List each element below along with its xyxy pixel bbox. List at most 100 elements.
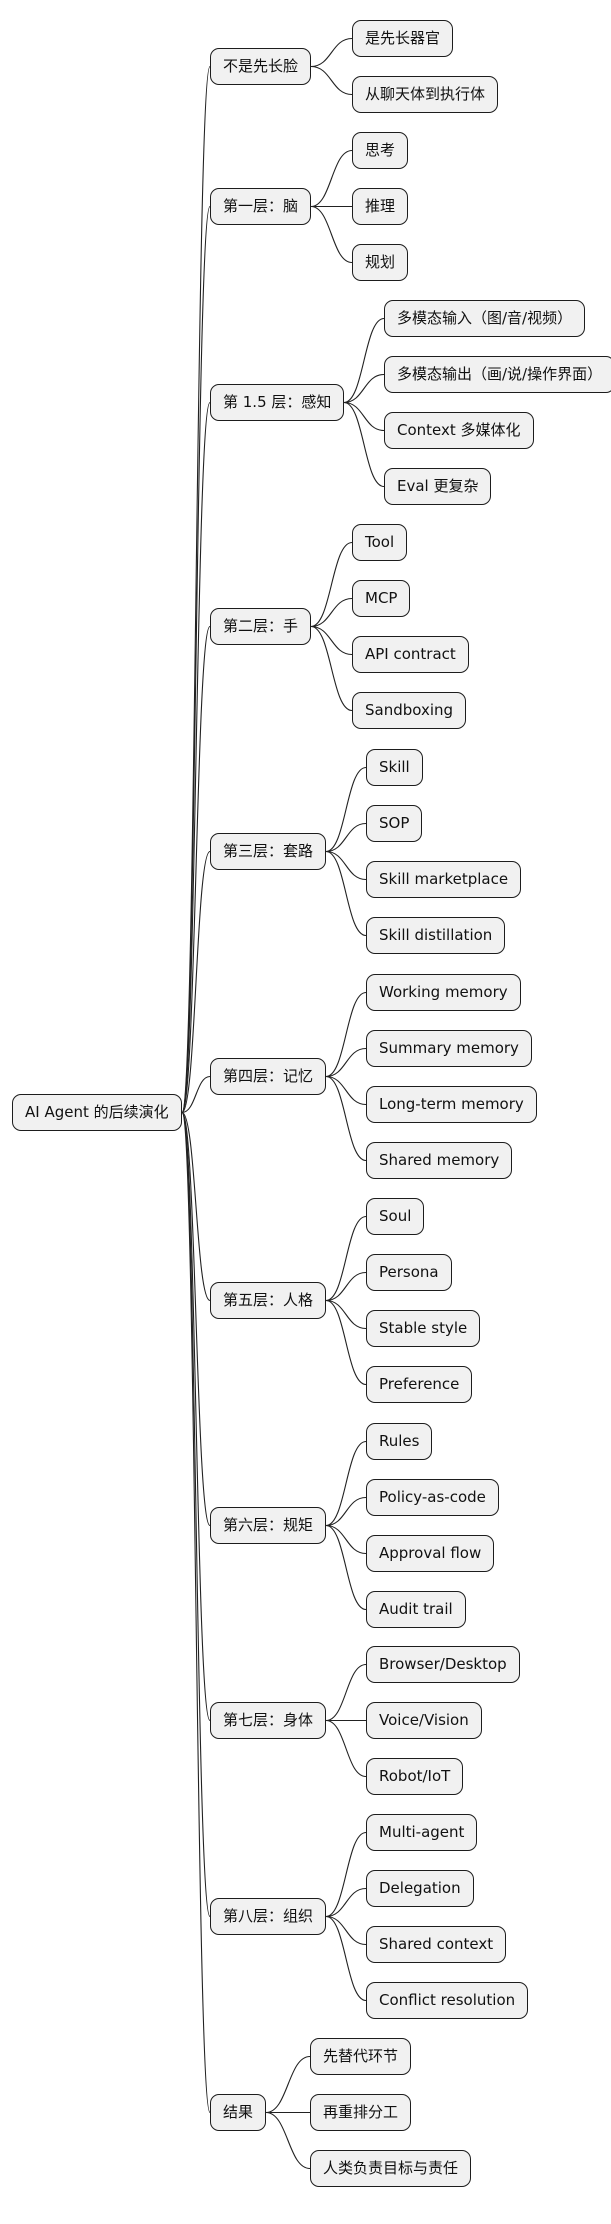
leaf-node: Skill [366,749,423,786]
connector-edge [310,597,353,628]
connector-edge [325,1496,367,1527]
leaf-node: Stable style [366,1310,481,1347]
branch-node: 第六层：规矩 [210,1507,327,1544]
connector-edge [325,1719,367,1778]
connector-edge [343,401,385,488]
branch-node: 第四层：记忆 [210,1058,327,1095]
connector-edge [325,850,367,881]
leaf-node: Long-term memory [366,1086,537,1123]
connector-edge [325,1047,367,1078]
leaf-node: 再重排分工 [310,2094,412,2131]
connector-edge [310,625,353,656]
leaf-node: Policy-as-code [366,1479,499,1516]
connector-edge [325,1075,367,1162]
connector-edge [343,317,385,404]
leaf-node: 是先长器官 [352,20,454,57]
branch-node: 第二层：手 [210,608,312,645]
connector-edge [181,1111,211,1722]
connector-edge [325,1215,367,1302]
leaf-node: Eval 更复杂 [384,468,492,505]
leaf-node: 先替代环节 [310,2038,412,2075]
leaf-node: Rules [366,1423,433,1460]
connector-edge [310,625,353,712]
branch-node: 第八层：组织 [210,1898,327,1935]
connector-edge [265,2111,311,2170]
leaf-node: Persona [366,1254,452,1291]
connector-edge [310,541,353,628]
connector-edge [325,1075,367,1106]
connector-edge [325,850,367,937]
connector-edge [325,1887,367,1918]
leaf-node: 思考 [352,132,409,169]
leaf-node: 推理 [352,188,409,225]
connector-edge [181,850,211,1114]
connector-edge [181,1075,211,1114]
leaf-node: Soul [366,1198,425,1235]
connector-edge [325,1663,367,1722]
connector-edge [181,205,211,1114]
connector-edge [265,2055,311,2114]
connector-edge [310,37,353,68]
leaf-node: Delegation [366,1870,474,1907]
connector-edge [181,1111,211,1527]
connector-edge [325,822,367,853]
leaf-node: Audit trail [366,1591,466,1628]
leaf-node: SOP [366,805,423,842]
leaf-node: Context 多媒体化 [384,412,534,449]
leaf-node: Shared memory [366,1142,513,1179]
leaf-node: Multi-agent [366,1814,478,1851]
leaf-node: Approval flow [366,1535,495,1572]
leaf-node: Sandboxing [352,692,467,729]
leaf-node: API contract [352,636,469,673]
leaf-node: 人类负责目标与责任 [310,2150,472,2187]
leaf-node: Summary memory [366,1030,532,1067]
connector-edge [343,373,385,404]
connector-edge [325,1915,367,2002]
leaf-node: Browser/Desktop [366,1646,520,1683]
leaf-node: Skill distillation [366,917,506,954]
connector-edge [181,1111,211,1918]
connector-edge [325,1299,367,1386]
connector-edge [325,766,367,853]
connector-edge [325,1524,367,1555]
leaf-node: Preference [366,1366,473,1403]
root-node: AI Agent 的后续演化 [12,1094,182,1131]
leaf-node: 规划 [352,244,409,281]
connector-edge [181,401,211,1114]
branch-node: 第五层：人格 [210,1282,327,1319]
leaf-node: 从聊天体到执行体 [352,76,499,113]
leaf-node: Robot/IoT [366,1758,464,1795]
branch-node: 第 1.5 层：感知 [210,384,345,421]
connector-edge [325,1271,367,1302]
connector-edge [325,1915,367,1946]
connector-edge [325,1440,367,1527]
leaf-node: Conflict resolution [366,1982,529,2019]
connector-edge [181,625,211,1114]
branch-node: 第七层：身体 [210,1702,327,1739]
leaf-node: Working memory [366,974,521,1011]
connector-edge [181,65,211,1114]
branch-node: 结果 [210,2094,267,2131]
leaf-node: Voice/Vision [366,1702,482,1739]
connector-edge [310,149,353,208]
connector-edge [343,401,385,432]
branch-node: 不是先长脸 [210,48,312,85]
leaf-node: 多模态输入（图/音/视频） [384,300,586,337]
branch-node: 第一层：脑 [210,188,312,225]
connector-edge [325,991,367,1078]
branch-node: 第三层：套路 [210,833,327,870]
leaf-node: MCP [352,580,411,617]
leaf-node: Shared context [366,1926,507,1963]
leaf-node: Tool [352,524,408,561]
connector-edge [310,65,353,96]
connector-edge [181,1111,211,2114]
connector-edge [325,1524,367,1611]
connector-edge [181,1111,211,1302]
connector-edge [325,1299,367,1330]
leaf-node: Skill marketplace [366,861,522,898]
leaf-node: 多模态输出（画/说/操作界面） [384,356,611,393]
connector-edge [310,205,353,264]
connector-edge [325,1831,367,1918]
